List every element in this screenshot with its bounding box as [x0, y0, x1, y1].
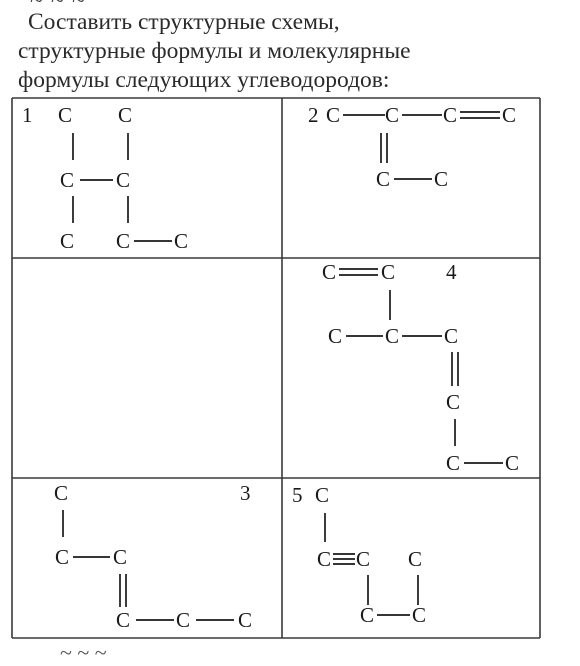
carbon-atom: C [315, 483, 329, 507]
carbon-atom: C [116, 229, 130, 253]
molecule-2: 2 C C C C C C [308, 103, 516, 191]
cropped-text-top: ~ ~ ~ [30, 0, 86, 14]
task-heading: Составить структурные схемы, структурные… [18, 8, 568, 95]
carbon-atom: C [326, 103, 340, 127]
carbon-atom: C [328, 324, 342, 348]
molecule-structures: 1 C C C C C C C 2 C C C C C C C C 4 [22, 103, 519, 632]
heading-line-3: формулы следующих углеводородов: [18, 67, 390, 93]
molecule-number-4: 4 [446, 260, 457, 284]
carbon-atom: C [446, 390, 460, 414]
carbon-atom: C [385, 324, 399, 348]
carbon-atom: C [444, 324, 458, 348]
carbon-atom: C [54, 481, 68, 505]
molecule-number-3: 3 [240, 481, 251, 505]
carbon-atom: C [502, 103, 516, 127]
molecule-5: 5 C C C C C C [292, 483, 426, 627]
carbon-atom: C [434, 167, 448, 191]
heading-line-2: структурные формулы и молекулярные [18, 38, 411, 64]
carbon-atom: C [317, 547, 331, 571]
carbon-atom: C [60, 168, 74, 192]
carbon-atom: C [58, 103, 72, 127]
carbon-atom: C [360, 603, 374, 627]
molecule-number-5: 5 [292, 483, 303, 507]
carbon-atom: C [443, 103, 457, 127]
heading-line-1: Составить структурные схемы, [28, 9, 340, 35]
molecule-number-1: 1 [22, 103, 33, 127]
carbon-atom: C [176, 608, 190, 632]
table-grid [11, 97, 541, 639]
carbon-atom: C [505, 451, 519, 475]
carbon-atom: C [60, 229, 74, 253]
carbon-atom: C [174, 229, 188, 253]
molecule-4: C C 4 C C C C C C [322, 260, 519, 475]
carbon-atom: C [116, 608, 130, 632]
carbon-atom: C [116, 168, 130, 192]
molecule-1: 1 C C C C C C C [22, 103, 188, 253]
carbon-atom: C [118, 103, 132, 127]
carbon-atom: C [412, 603, 426, 627]
carbon-atom: C [376, 167, 390, 191]
carbon-atom: C [113, 545, 127, 569]
carbon-atom: C [381, 260, 395, 284]
carbon-atom: C [408, 547, 422, 571]
molecule-3: C 3 C C C C C [54, 481, 252, 632]
molecule-number-2: 2 [308, 103, 319, 127]
carbon-atom: C [385, 103, 399, 127]
carbon-atom: C [446, 451, 460, 475]
carbon-atom: C [356, 547, 370, 571]
cropped-text-bottom: ~ ~ ~ [60, 640, 107, 665]
carbon-atom: C [55, 545, 69, 569]
carbon-atom: C [322, 260, 336, 284]
carbon-atom: C [238, 608, 252, 632]
